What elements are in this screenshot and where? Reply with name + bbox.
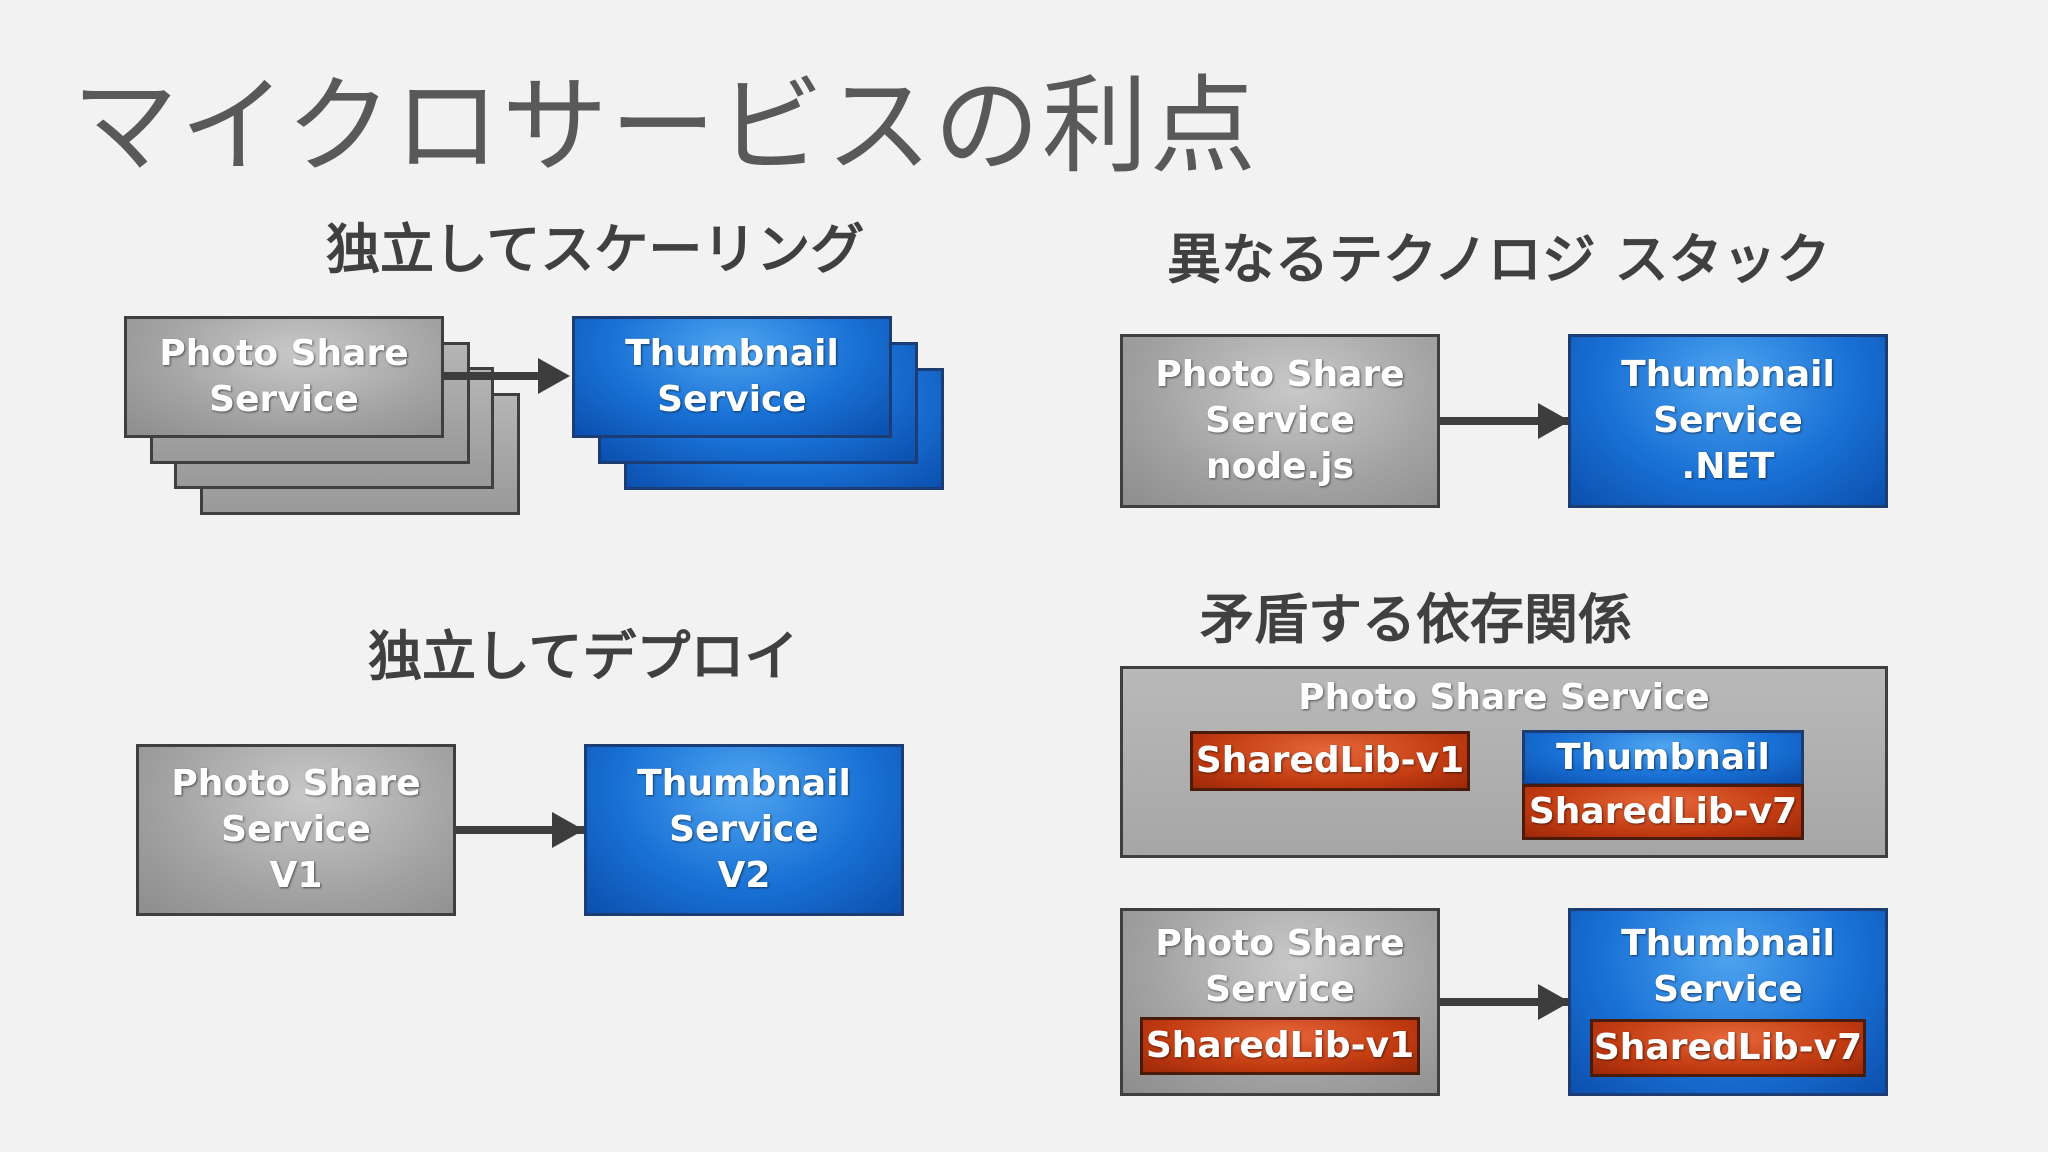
box-line: Thumbnail [1556, 737, 1770, 778]
box-line: Service [1653, 969, 1803, 1010]
thumbnail-service-box: Thumbnail Service [572, 316, 892, 438]
arrow-shaft [444, 372, 538, 380]
thumbnail-v2-box: Thumbnail Service V2 [584, 744, 904, 916]
photo-share-v1-box: Photo Share Service V1 [136, 744, 456, 916]
photo-share-service-box: Photo Share Service [124, 316, 444, 438]
photo-share-nodejs-box: Photo Share Service node.js [1120, 334, 1440, 508]
box-line: Photo Share [1155, 923, 1405, 964]
box-line: Service [1205, 400, 1355, 441]
box-line: Photo Share [159, 333, 409, 374]
box-line: Service [209, 379, 359, 420]
box-line: V2 [717, 855, 771, 896]
box-line: V1 [269, 855, 323, 896]
sharedlib-v1-split-box: SharedLib-v1 [1140, 1017, 1420, 1075]
box-line: SharedLib-v7 [1528, 791, 1798, 832]
box-line: Thumbnail [1621, 923, 1835, 964]
arrow-shaft [456, 826, 586, 834]
heading-independent-deploy: 独立してデプロイ [368, 625, 799, 688]
heading-conflicting-dependencies: 矛盾する依存関係 [1200, 588, 1632, 651]
box-line: SharedLib-v7 [1593, 1027, 1863, 1068]
box-line: Thumbnail [1621, 354, 1835, 395]
box-line: Thumbnail [637, 763, 851, 804]
container-title: Photo Share Service [1298, 677, 1710, 718]
sharedlib-v1-box: SharedLib-v1 [1190, 731, 1470, 791]
box-line: Service [669, 809, 819, 850]
thumbnail-dotnet-box: Thumbnail Service .NET [1568, 334, 1888, 508]
box-line: node.js [1206, 446, 1354, 487]
arrow-head-icon [552, 812, 584, 848]
box-line: .NET [1681, 446, 1775, 487]
box-line: Photo Share [1155, 354, 1405, 395]
sharedlib-v7-box: SharedLib-v7 [1522, 784, 1804, 840]
arrow-head-icon [538, 358, 570, 394]
arrow-head-icon [1538, 984, 1570, 1020]
arrow-head-icon [1538, 403, 1570, 439]
heading-independent-scaling: 独立してスケーリング [326, 218, 865, 281]
box-line: SharedLib-v1 [1145, 1025, 1415, 1066]
box-line: Service [221, 809, 371, 850]
arrow-shaft [1440, 417, 1572, 425]
box-line: Photo Share [171, 763, 421, 804]
slide-title: マイクロサービスの利点 [72, 65, 1258, 188]
heading-different-tech-stack: 異なるテクノロジ スタック [1167, 228, 1831, 291]
box-line: SharedLib-v1 [1195, 740, 1465, 781]
sharedlib-v7-split-box: SharedLib-v7 [1590, 1019, 1866, 1077]
box-line: Service [657, 379, 807, 420]
box-line: Service [1653, 400, 1803, 441]
box-line: Service [1205, 969, 1355, 1010]
box-line: Thumbnail [625, 333, 839, 374]
thumbnail-inner-box: Thumbnail [1522, 730, 1804, 786]
arrow-shaft [1440, 998, 1572, 1006]
